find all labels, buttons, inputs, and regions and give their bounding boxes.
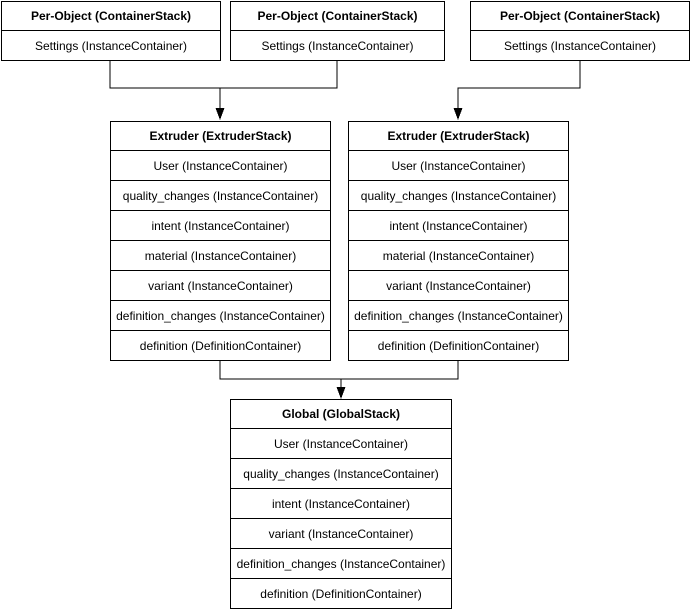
per-object-left-box: Per-Object (ContainerStack) Settings (In… <box>1 1 221 61</box>
extruder-right-title: Extruder (ExtruderStack) <box>387 129 530 143</box>
per-object-middle-box: Per-Object (ContainerStack) Settings (In… <box>230 1 445 61</box>
global-row-variant: variant (InstanceContainer) <box>231 518 451 548</box>
global-row-user: User (InstanceContainer) <box>231 428 451 458</box>
global-box: Global (GlobalStack) User (InstanceConta… <box>230 399 452 609</box>
arrowhead-down-extruder-left <box>215 108 225 120</box>
extruder-left-row-variant: variant (InstanceContainer) <box>111 270 330 300</box>
arrowhead-down-extruder-right <box>453 108 463 120</box>
extruder-left-row-intent: intent (InstanceContainer) <box>111 210 330 240</box>
global-row-definition-changes: definition_changes (InstanceContainer) <box>231 548 451 578</box>
per-object-left-title: Per-Object (ContainerStack) <box>30 9 192 23</box>
extruder-left-row-definition-changes: definition_changes (InstanceContainer) <box>111 300 330 330</box>
global-title: Global (GlobalStack) <box>281 407 401 421</box>
extruder-right-row-user: User (InstanceContainer) <box>349 150 568 180</box>
arrowhead-down-global <box>336 387 346 399</box>
per-object-middle-row-settings: Settings (InstanceContainer) <box>231 30 444 60</box>
extruder-right-row-intent: intent (InstanceContainer) <box>349 210 568 240</box>
connector-perobject-left-middle <box>109 59 338 89</box>
extruder-left-row-definition: definition (DefinitionContainer) <box>111 330 330 360</box>
per-object-left-row-settings: Settings (InstanceContainer) <box>2 30 220 60</box>
per-object-right-title: Per-Object (ContainerStack) <box>499 9 661 23</box>
global-row-definition: definition (DefinitionContainer) <box>231 578 451 608</box>
per-object-middle-title: Per-Object (ContainerStack) <box>257 9 418 23</box>
extruder-right-row-definition: definition (DefinitionContainer) <box>349 330 568 360</box>
connector-perobject-right <box>457 59 581 109</box>
global-row-quality-changes: quality_changes (InstanceContainer) <box>231 458 451 488</box>
extruder-right-row-variant: variant (InstanceContainer) <box>349 270 568 300</box>
extruder-left-row-user: User (InstanceContainer) <box>111 150 330 180</box>
extruder-left-box: Extruder (ExtruderStack) User (InstanceC… <box>110 121 331 361</box>
global-row-intent: intent (InstanceContainer) <box>231 488 451 518</box>
extruder-right-row-quality-changes: quality_changes (InstanceContainer) <box>349 180 568 210</box>
extruder-left-title: Extruder (ExtruderStack) <box>149 129 292 143</box>
connector-extruders-rail <box>219 361 459 380</box>
extruder-right-box: Extruder (ExtruderStack) User (InstanceC… <box>348 121 569 361</box>
extruder-right-row-material: material (InstanceContainer) <box>349 240 568 270</box>
per-object-right-box: Per-Object (ContainerStack) Settings (In… <box>470 1 690 61</box>
extruder-left-row-quality-changes: quality_changes (InstanceContainer) <box>111 180 330 210</box>
extruder-right-row-definition-changes: definition_changes (InstanceContainer) <box>349 300 568 330</box>
extruder-left-row-material: material (InstanceContainer) <box>111 240 330 270</box>
per-object-right-row-settings: Settings (InstanceContainer) <box>471 30 689 60</box>
